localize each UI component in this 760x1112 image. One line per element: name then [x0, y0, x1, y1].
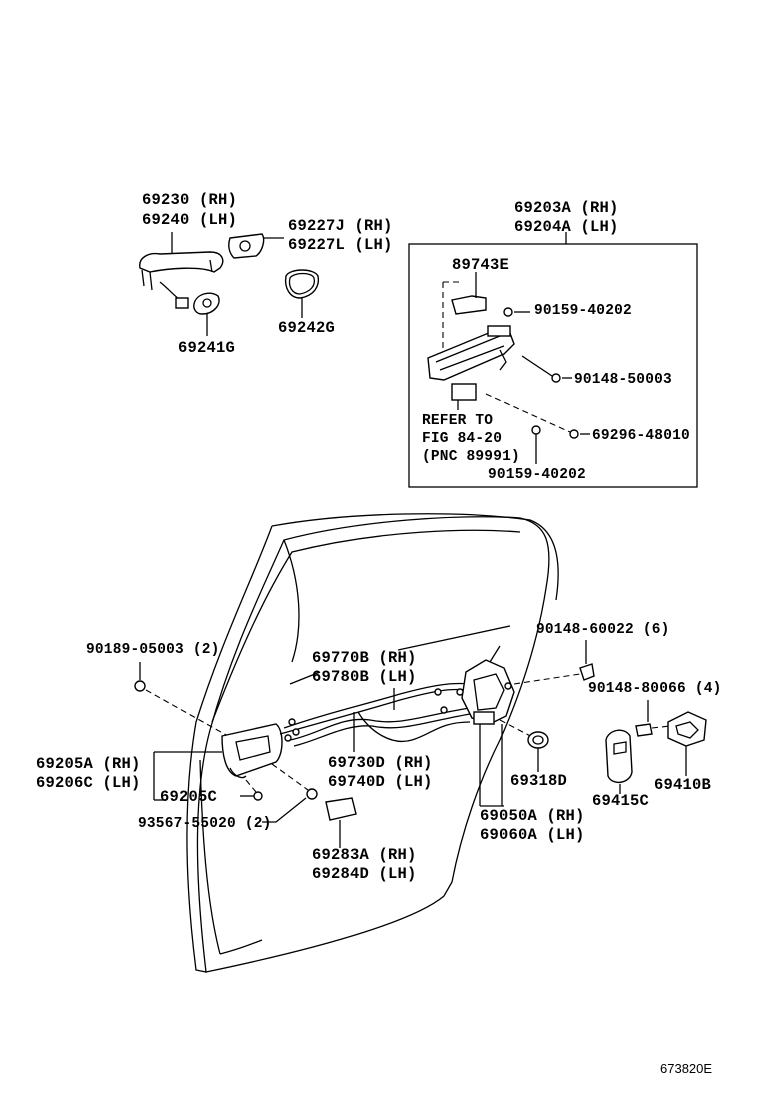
- label-bolt-a: 90159-40202: [534, 303, 632, 319]
- cables: [279, 682, 471, 747]
- refer-part: [451, 383, 477, 410]
- handle-cover: [228, 233, 265, 259]
- label-cover-lh: 69227L (LH): [288, 236, 393, 254]
- label-refer-2: FIG 84-20: [422, 431, 503, 447]
- label-cable-lh: 69780B (LH): [312, 668, 417, 686]
- label-pad-g: 69242G: [278, 319, 336, 337]
- label-cover2-rh: 69283A (RH): [312, 846, 417, 864]
- label-handle-lh: 69240 (LH): [142, 211, 238, 229]
- label-shim: 69415C: [592, 792, 650, 810]
- door-outline: [186, 513, 559, 973]
- label-cover2-lh: 69284D (LH): [312, 865, 417, 883]
- label-bolt-c: 69296-48010: [592, 428, 690, 444]
- sensor-bracket: [451, 272, 487, 315]
- striker-shim: [605, 729, 633, 783]
- label-screw-top: 90148-60022 (6): [536, 622, 670, 638]
- grommet: [527, 731, 549, 749]
- label-striker-screw: 90148-80066 (4): [588, 681, 722, 697]
- pad-g: [284, 269, 320, 299]
- striker: [667, 711, 707, 747]
- label-cable2-rh: 69730D (RH): [328, 754, 433, 772]
- label-inner-rh: 69205A (RH): [36, 755, 141, 773]
- label-lock-lh: 69060A (LH): [480, 826, 585, 844]
- label-cable2-lh: 69740D (LH): [328, 773, 433, 791]
- outside-handle: [139, 251, 224, 309]
- label-cover-rh: 69227J (RH): [288, 217, 393, 235]
- inside-handle: [221, 723, 283, 779]
- label-grommet: 69318D: [510, 772, 568, 790]
- label-screw-b: 93567-55020 (2): [138, 816, 272, 832]
- label-striker: 69410B: [654, 776, 712, 794]
- label-refer-3: (PNC 89991): [422, 449, 520, 465]
- label-clip: 90189-05003 (2): [86, 642, 220, 658]
- door-lock: [461, 645, 515, 725]
- label-handle-rh: 69230 (RH): [142, 191, 238, 209]
- label-bolt-b: 90148-50003: [574, 372, 672, 388]
- handle-pad: [193, 292, 220, 315]
- label-bolt-d: 90159-40202: [488, 467, 586, 483]
- label-handle-pad: 69241G: [178, 339, 236, 357]
- label-lock-rh: 69050A (RH): [480, 807, 585, 825]
- label-inner-lh: 69206C (LH): [36, 774, 141, 792]
- frame-box: [408, 243, 698, 488]
- figure-number: 673820E: [660, 1061, 713, 1076]
- label-sensor: 89743E: [452, 256, 510, 274]
- handle-cover-2: [325, 797, 357, 821]
- label-cable-rh: 69770B (RH): [312, 649, 417, 667]
- label-refer-1: REFER TO: [422, 413, 494, 429]
- label-frame-lh: 69204A (LH): [514, 218, 619, 236]
- label-frame-rh: 69203A (RH): [514, 199, 619, 217]
- frame-assembly: [427, 325, 515, 381]
- label-bezel: 69205C: [160, 788, 218, 806]
